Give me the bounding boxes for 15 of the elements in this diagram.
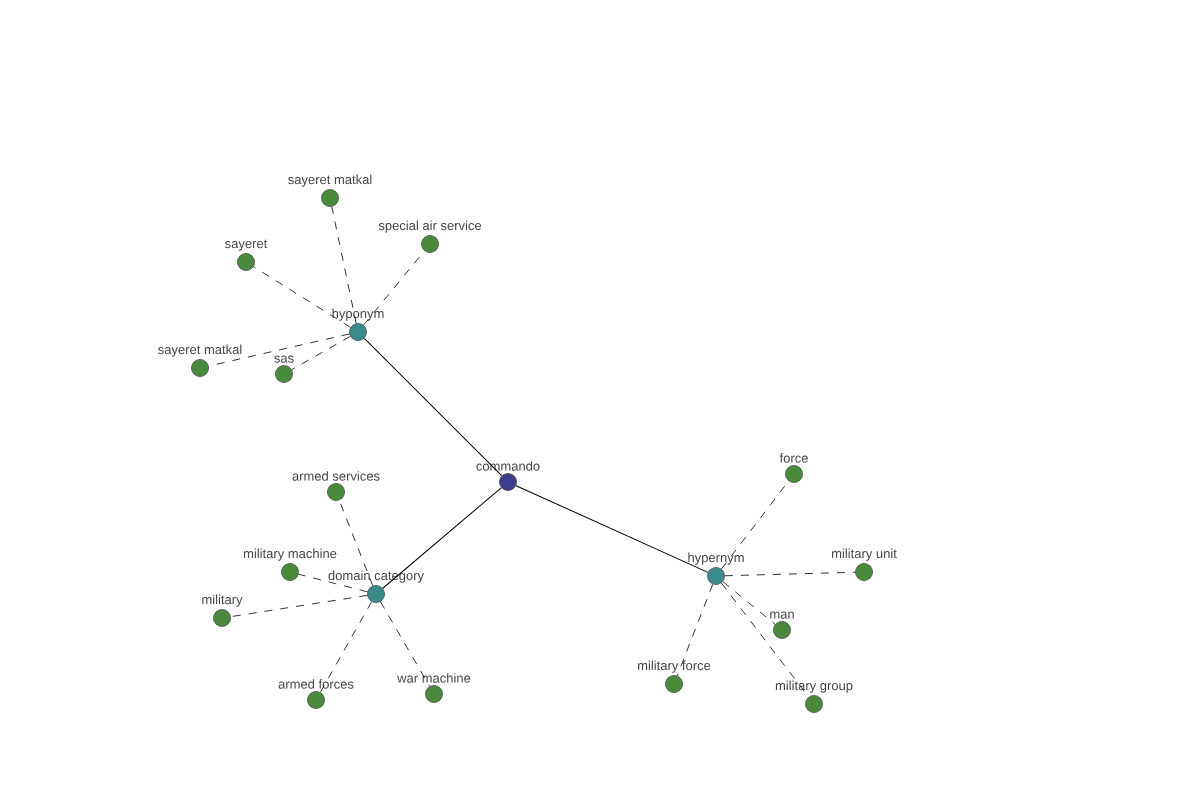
connector-line bbox=[208, 333, 350, 367]
connector-line bbox=[515, 485, 709, 573]
connector-line bbox=[320, 601, 372, 693]
connector-line bbox=[722, 581, 776, 625]
connector-line bbox=[230, 595, 368, 618]
connector-line bbox=[253, 266, 351, 328]
connector-line bbox=[363, 337, 503, 477]
connector-line bbox=[291, 336, 351, 370]
connector-line bbox=[676, 583, 714, 677]
connector-line bbox=[338, 499, 374, 587]
connector-line bbox=[382, 487, 502, 589]
connector-line bbox=[298, 573, 368, 593]
connector-line bbox=[380, 601, 430, 687]
connector-line bbox=[331, 206, 357, 324]
connector-line bbox=[724, 571, 856, 577]
